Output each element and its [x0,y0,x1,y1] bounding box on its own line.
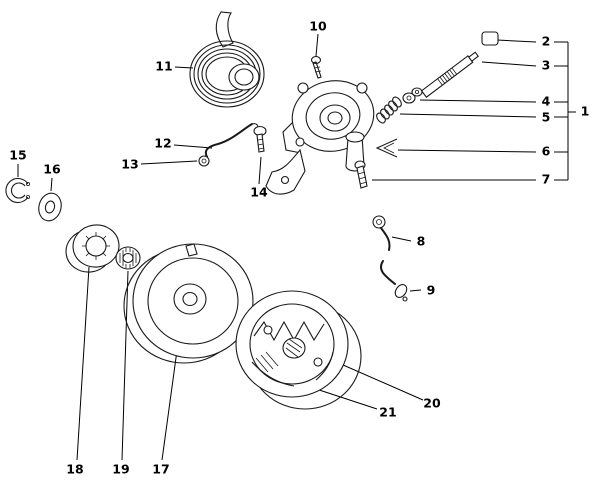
part-7-screw [354,160,368,189]
main-housing [265,80,375,195]
callout-label-20: 20 [423,396,441,411]
part-13-ring [198,155,210,167]
part-11-spring-with-bracket [189,11,265,108]
part-5-spring [376,96,402,124]
callout-label-2: 2 [542,34,551,49]
part-12-bent-wire [204,123,259,158]
part-3-shaft [420,51,479,98]
part-10-screw [310,55,322,79]
callout-label-9: 9 [427,283,436,298]
part-15-circlip [5,177,30,204]
part-6-clip [375,138,398,158]
callout-label-15: 15 [9,148,26,163]
callout-label-7: 7 [542,172,551,187]
callout-label-18: 18 [66,462,83,477]
callout-label-16: 16 [43,162,61,177]
part-9-cable [379,260,408,302]
callout-label-6: 6 [542,144,551,159]
part-8-wire-terminal [372,215,391,251]
part-19-needle-bearing [115,246,141,270]
callout-label-4: 4 [542,94,551,109]
callout-label-11: 11 [155,59,172,74]
part-16-washer [38,192,62,222]
callout-label-13: 13 [121,157,138,172]
part-2-cap [481,31,499,46]
callout-label-14: 14 [250,185,268,200]
part-20-21-clutch-assembly [235,290,362,410]
callout-label-17: 17 [152,462,169,477]
callout-label-3: 3 [542,58,551,73]
callout-label-8: 8 [417,234,426,249]
callout-label-19: 19 [112,462,129,477]
part-4-washers [402,87,423,104]
callout-label-12: 12 [154,136,171,151]
callout-label-5: 5 [542,110,551,125]
leader-lines [17,33,576,461]
part-17-clutch-drum [123,243,254,364]
part-14-screw [253,125,267,153]
callout-label-21: 21 [379,405,396,420]
callout-labels: 1 2 3 4 5 6 7 8 9 10 11 12 13 14 15 16 1… [9,19,589,477]
part-18-sprocket [65,224,120,273]
callout-label-1: 1 [581,104,590,119]
callout-label-10: 10 [309,19,327,34]
